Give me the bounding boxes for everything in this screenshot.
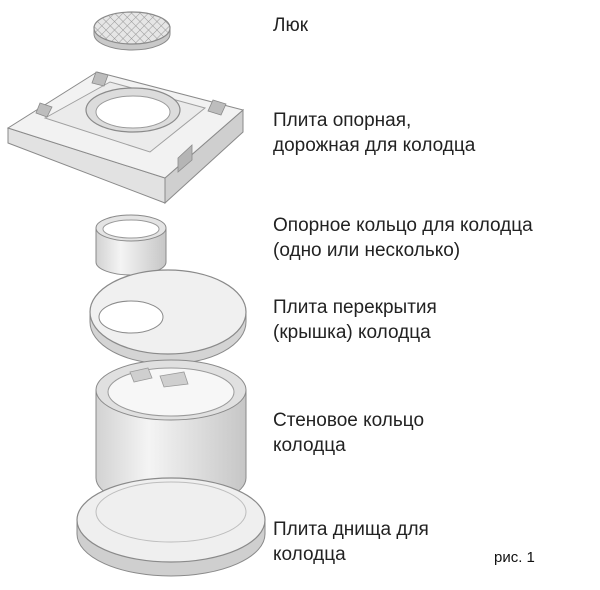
support-plate-illustration — [6, 71, 245, 205]
label-cover-plate-line1: Плита перекрытия — [273, 297, 437, 318]
label-hatch: Люк — [273, 15, 309, 36]
label-support-ring-line2: (одно или несколько) — [273, 240, 461, 261]
label-bottom-plate-line1: Плита днища для — [273, 519, 429, 540]
label-bottom-plate-line2: колодца — [273, 544, 346, 565]
hatch-illustration — [93, 11, 171, 51]
bottom-plate-illustration — [76, 477, 266, 577]
label-wall-ring-line2: колодца — [273, 435, 346, 456]
label-support-plate-line1: Плита опорная, — [273, 110, 412, 131]
label-support-plate-line2: дорожная для колодца — [273, 135, 476, 156]
label-wall-ring-line1: Стеновое кольцо — [273, 410, 425, 431]
wall-ring-illustration — [95, 359, 247, 509]
figure-caption: рис. 1 — [494, 549, 535, 566]
cover-plate-illustration — [89, 269, 247, 365]
label-cover-plate-line2: (крышка) колодца — [273, 322, 431, 343]
label-support-ring-line1: Опорное кольцо для колодца — [273, 215, 533, 236]
support-ring-illustration — [95, 214, 167, 276]
